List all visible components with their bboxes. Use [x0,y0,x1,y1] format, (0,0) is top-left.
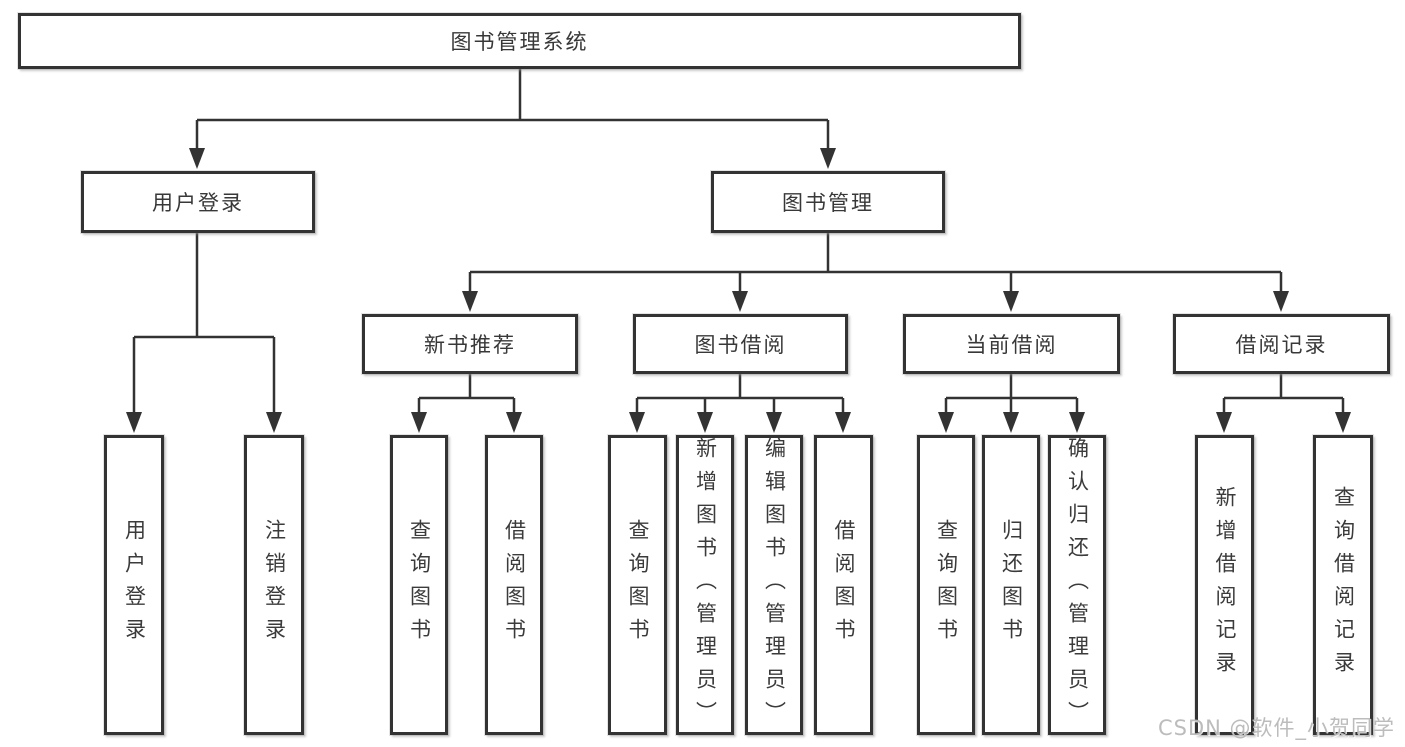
leaf-current-query-books: 查询图书 [917,435,975,735]
node-current-borrow-label: 当前借阅 [965,333,1058,357]
node-book-management: 图书管理 [711,171,945,233]
leaf-recommend-query-books: 查询图书 [390,435,448,735]
leaf-recommend-borrow-books-label: 借阅图书 [502,519,527,651]
leaf-borrow-borrow-books-label: 借阅图书 [832,519,856,651]
leaf-records-query-record-label: 查询借阅记录 [1331,486,1356,684]
leaf-current-confirm-return-admin-label: 确认归还（管理员） [1065,436,1090,734]
leaf-records-add-record: 新增借阅记录 [1195,435,1254,735]
leaf-recommend-borrow-books: 借阅图书 [485,435,543,735]
node-borrow-records-label: 借阅记录 [1235,333,1328,357]
node-user-login: 用户登录 [81,171,315,233]
leaf-recommend-query-books-label: 查询图书 [407,519,432,651]
leaf-records-query-record: 查询借阅记录 [1313,435,1373,735]
csdn-watermark: CSDN @软件_小贺同学 [1158,716,1396,740]
node-book-management-label: 图书管理 [782,191,874,215]
leaf-logout: 注销登录 [244,435,304,735]
node-borrow-records: 借阅记录 [1173,314,1390,374]
leaf-borrow-add-books-admin: 新增图书（管理员） [676,435,734,735]
leaf-borrow-add-books-admin-label: 新增图书（管理员） [693,436,718,734]
node-library-system: 图书管理系统 [18,13,1021,69]
leaf-user-login-label: 用户登录 [122,519,147,651]
leaf-borrow-query-books: 查询图书 [608,435,667,735]
leaf-borrow-edit-books-admin: 编辑图书（管理员） [745,435,803,735]
leaf-current-return-books-label: 归还图书 [999,519,1024,651]
leaf-borrow-borrow-books: 借阅图书 [814,435,873,735]
leaf-borrow-query-books-label: 查询图书 [626,519,650,651]
leaf-current-query-books-label: 查询图书 [934,519,959,651]
node-current-borrow: 当前借阅 [903,314,1120,374]
node-new-book-recommend: 新书推荐 [362,314,578,374]
node-new-book-recommend-label: 新书推荐 [424,333,516,357]
node-book-borrow: 图书借阅 [633,314,848,374]
leaf-logout-label: 注销登录 [262,519,287,651]
node-library-system-label: 图书管理系统 [450,30,589,54]
leaf-current-confirm-return-admin: 确认归还（管理员） [1048,435,1106,735]
leaf-current-return-books: 归还图书 [982,435,1040,735]
node-book-borrow-label: 图书借阅 [694,333,787,357]
leaf-borrow-edit-books-admin-label: 编辑图书（管理员） [762,436,787,734]
leaf-records-add-record-label: 新增借阅记录 [1213,486,1237,684]
node-user-login-label: 用户登录 [152,191,244,215]
leaf-user-login: 用户登录 [104,435,164,735]
